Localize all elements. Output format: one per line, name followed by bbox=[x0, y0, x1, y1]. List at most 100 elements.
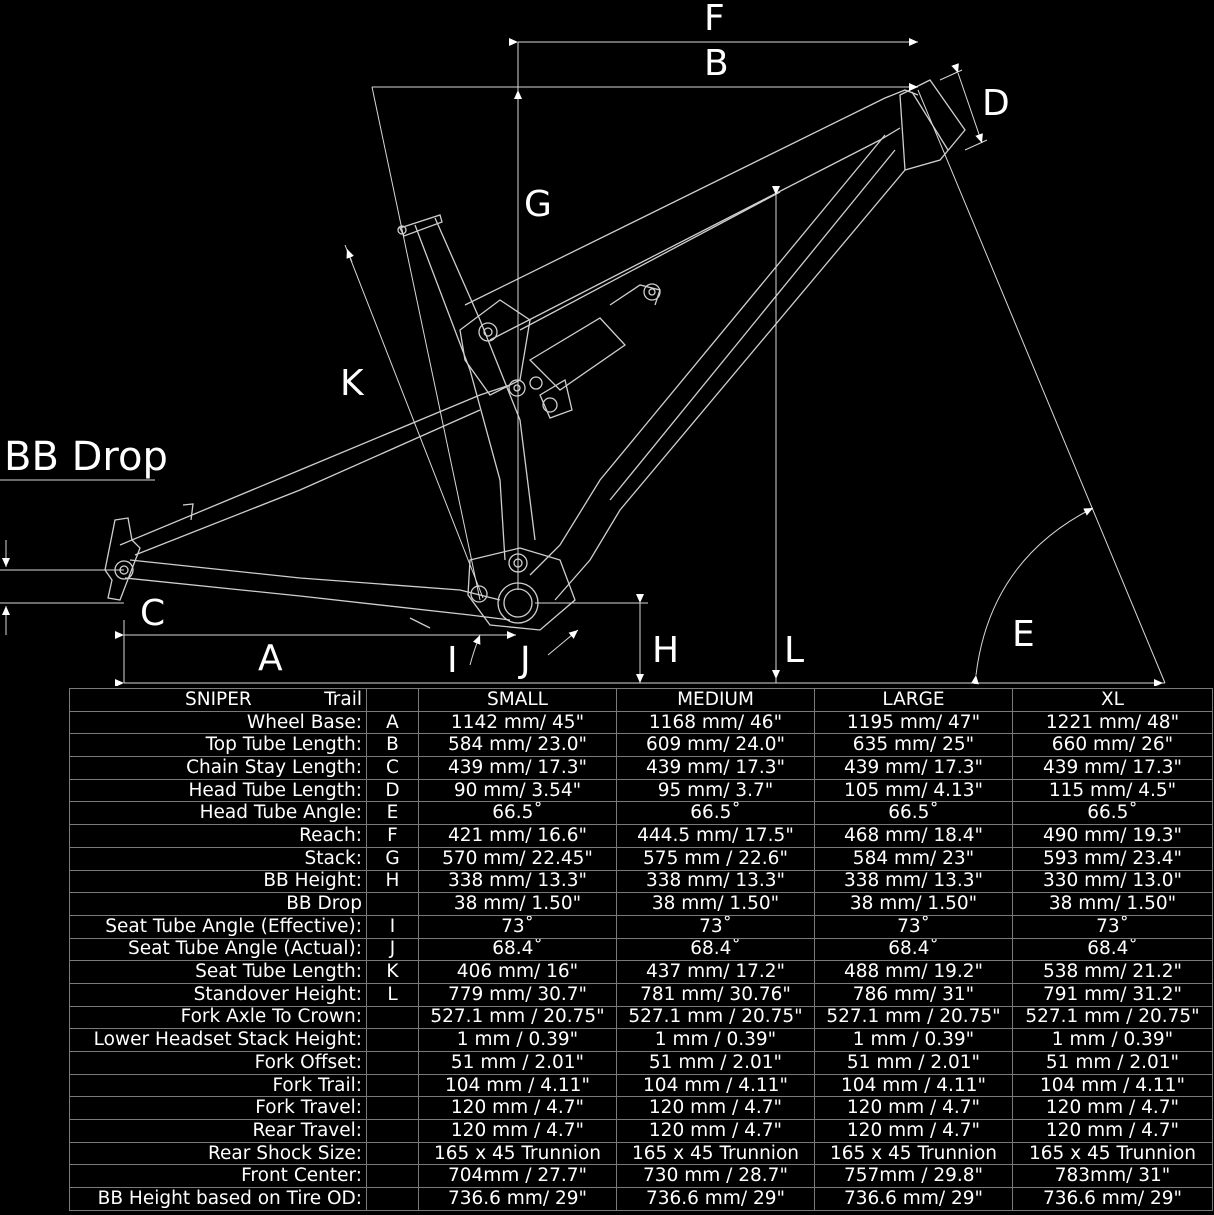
value-large: 51 mm / 2.01" bbox=[814, 1051, 1013, 1075]
value-xl: 120 mm / 4.7" bbox=[1012, 1119, 1213, 1143]
row-label: BB Height based on Tire OD: bbox=[69, 1187, 367, 1211]
row-dimension-key: D bbox=[366, 778, 419, 803]
size-header-large: LARGE bbox=[814, 688, 1013, 712]
value-medium: 104 mm / 4.11" bbox=[616, 1073, 815, 1098]
value-xl: 51 mm / 2.01" bbox=[1012, 1051, 1213, 1075]
value-small: 439 mm/ 17.3" bbox=[418, 756, 617, 780]
row-label: Rear Travel: bbox=[69, 1119, 367, 1143]
value-large: 584 mm/ 23" bbox=[814, 846, 1013, 871]
value-xl: 38 mm/ 1.50" bbox=[1012, 892, 1213, 916]
value-medium: 66.5˚ bbox=[616, 801, 815, 826]
value-large: 736.6 mm/ 29" bbox=[814, 1187, 1013, 1211]
row-label: Seat Tube Length: bbox=[69, 960, 367, 984]
row-label: Top Tube Length: bbox=[69, 733, 367, 758]
model-category: Trail bbox=[324, 688, 362, 710]
row-dimension-key: E bbox=[366, 801, 419, 826]
row-label: BB Drop bbox=[69, 892, 367, 916]
row-dimension-key: C bbox=[366, 756, 419, 780]
value-xl: 1 mm / 0.39" bbox=[1012, 1028, 1213, 1052]
row-label: Reach: bbox=[69, 824, 367, 848]
value-small: 736.6 mm/ 29" bbox=[418, 1187, 617, 1211]
table-row: Fork Trail:104 mm / 4.11"104 mm / 4.11"1… bbox=[69, 1073, 1213, 1098]
row-dimension-key bbox=[366, 1051, 419, 1075]
value-large: 38 mm/ 1.50" bbox=[814, 892, 1013, 916]
value-xl: 527.1 mm / 20.75" bbox=[1012, 1005, 1213, 1030]
table-row: Front Center:704mm / 27.7"730 mm / 28.7"… bbox=[69, 1164, 1213, 1189]
value-xl: 120 mm / 4.7" bbox=[1012, 1096, 1213, 1121]
dim-label-A: A bbox=[258, 638, 283, 679]
value-large: 527.1 mm / 20.75" bbox=[814, 1005, 1013, 1030]
value-small: 73˚ bbox=[418, 914, 617, 939]
dim-label-J: J bbox=[518, 640, 531, 681]
value-large: 1195 mm/ 47" bbox=[814, 710, 1013, 735]
value-medium: 609 mm/ 24.0" bbox=[616, 733, 815, 758]
value-small: 779 mm/ 30.7" bbox=[418, 982, 617, 1007]
model-name: SNIPER bbox=[185, 688, 252, 710]
row-label: Seat Tube Angle (Actual): bbox=[69, 937, 367, 962]
row-dimension-key bbox=[366, 1005, 419, 1030]
value-xl: 73˚ bbox=[1012, 914, 1213, 939]
value-large: 439 mm/ 17.3" bbox=[814, 756, 1013, 780]
dim-label-G: G bbox=[524, 184, 552, 225]
value-medium: 437 mm/ 17.2" bbox=[616, 960, 815, 984]
value-large: 68.4˚ bbox=[814, 937, 1013, 962]
table-row: Lower Headset Stack Height:1 mm / 0.39"1… bbox=[69, 1028, 1213, 1052]
value-xl: 165 x 45 Trunnion bbox=[1012, 1141, 1213, 1166]
value-large: 165 x 45 Trunnion bbox=[814, 1141, 1013, 1166]
value-xl: 330 mm/ 13.0" bbox=[1012, 869, 1213, 894]
value-small: 51 mm / 2.01" bbox=[418, 1051, 617, 1075]
value-xl: 115 mm/ 4.5" bbox=[1012, 778, 1213, 803]
value-small: 406 mm/ 16" bbox=[418, 960, 617, 984]
value-small: 90 mm/ 3.54" bbox=[418, 778, 617, 803]
row-dimension-key: H bbox=[366, 869, 419, 894]
value-xl: 783mm/ 31" bbox=[1012, 1164, 1213, 1189]
row-dimension-key bbox=[366, 1028, 419, 1052]
row-label: Standover Height: bbox=[69, 982, 367, 1007]
value-small: 38 mm/ 1.50" bbox=[418, 892, 617, 916]
value-xl: 68.4˚ bbox=[1012, 937, 1213, 962]
value-medium: 1168 mm/ 46" bbox=[616, 710, 815, 735]
value-small: 68.4˚ bbox=[418, 937, 617, 962]
model-header-cell: SNIPER Trail bbox=[69, 688, 367, 712]
row-dimension-key: I bbox=[366, 914, 419, 939]
value-small: 527.1 mm / 20.75" bbox=[418, 1005, 617, 1030]
value-xl: 660 mm/ 26" bbox=[1012, 733, 1213, 758]
value-small: 120 mm / 4.7" bbox=[418, 1119, 617, 1143]
value-large: 105 mm/ 4.13" bbox=[814, 778, 1013, 803]
value-small: 421 mm/ 16.6" bbox=[418, 824, 617, 848]
value-medium: 51 mm / 2.01" bbox=[616, 1051, 815, 1075]
size-header-small: SMALL bbox=[418, 688, 617, 712]
size-header-xl: XL bbox=[1012, 688, 1213, 712]
dim-label-I: I bbox=[447, 640, 458, 681]
row-label: Chain Stay Length: bbox=[69, 756, 367, 780]
value-small: 570 mm/ 22.45" bbox=[418, 846, 617, 871]
value-medium: 781 mm/ 30.76" bbox=[616, 982, 815, 1007]
row-dimension-key: J bbox=[366, 937, 419, 962]
value-medium: 120 mm / 4.7" bbox=[616, 1119, 815, 1143]
row-label: Lower Headset Stack Height: bbox=[69, 1028, 367, 1052]
row-dimension-key: L bbox=[366, 982, 419, 1007]
row-dimension-key bbox=[366, 1096, 419, 1121]
row-dimension-key: A bbox=[366, 710, 419, 735]
value-large: 338 mm/ 13.3" bbox=[814, 869, 1013, 894]
value-small: 704mm / 27.7" bbox=[418, 1164, 617, 1189]
row-label: Seat Tube Angle (Effective): bbox=[69, 914, 367, 939]
geometry-table: SNIPER Trail SMALL MEDIUM LARGE XL Wheel… bbox=[69, 688, 1213, 1211]
value-small: 584 mm/ 23.0" bbox=[418, 733, 617, 758]
value-medium: 68.4˚ bbox=[616, 937, 815, 962]
value-xl: 791 mm/ 31.2" bbox=[1012, 982, 1213, 1007]
dim-label-L: L bbox=[784, 630, 804, 671]
row-dimension-key bbox=[366, 1141, 419, 1166]
value-medium: 165 x 45 Trunnion bbox=[616, 1141, 815, 1166]
row-dimension-key: F bbox=[366, 824, 419, 848]
dim-label-H: H bbox=[652, 630, 679, 671]
dim-label-K: K bbox=[340, 363, 365, 404]
